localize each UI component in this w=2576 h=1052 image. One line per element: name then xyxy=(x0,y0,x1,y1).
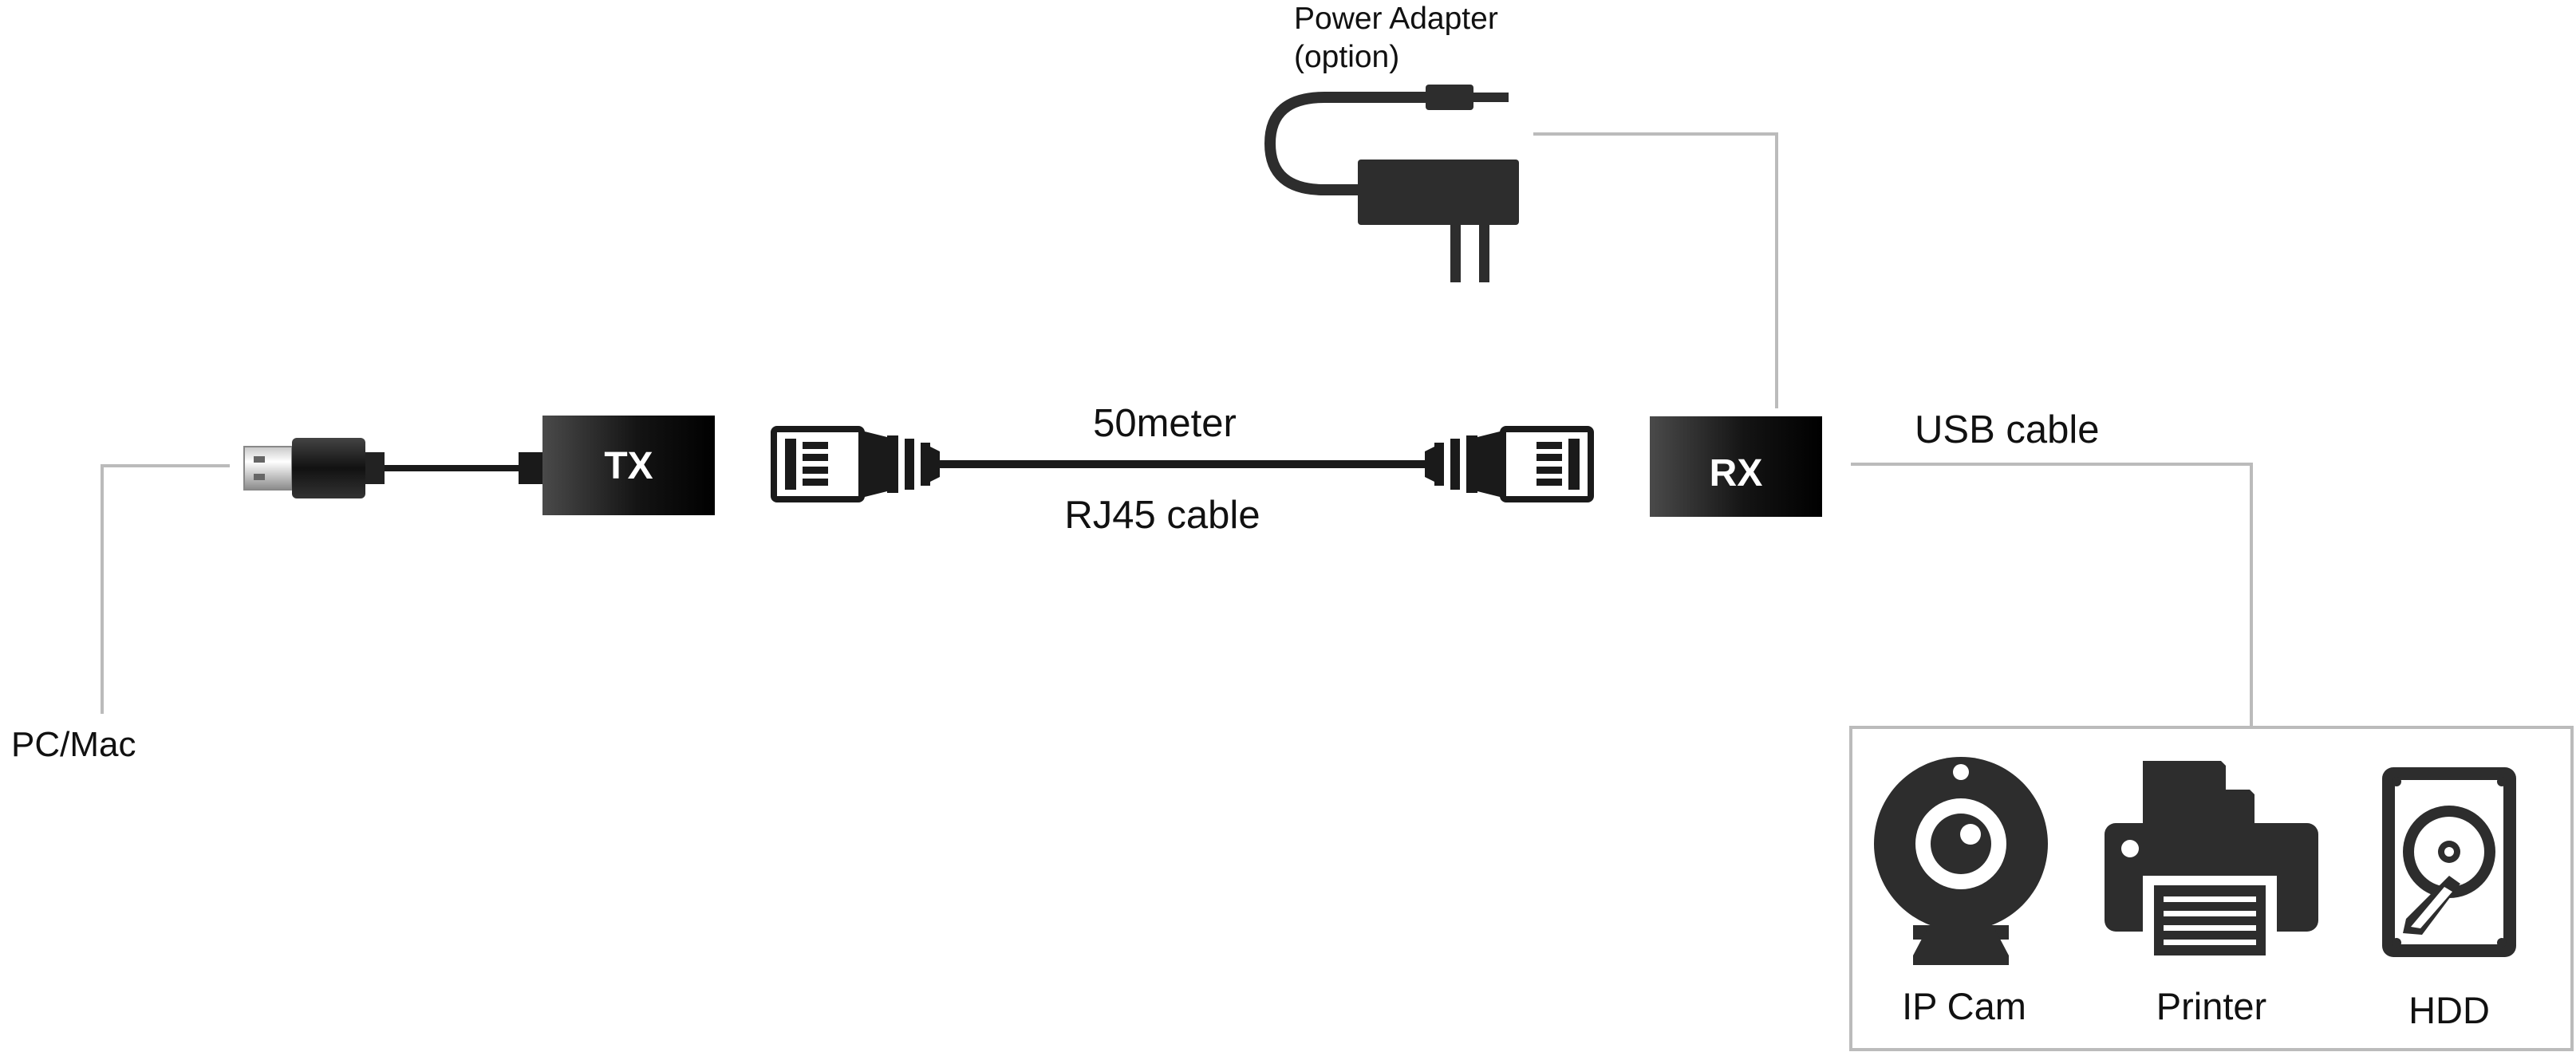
power-connector-line xyxy=(1533,132,1778,408)
power-adapter-option-label: (option) xyxy=(1294,40,1399,74)
pc-mac-label: PC/Mac xyxy=(11,725,136,764)
printer-icon xyxy=(2105,761,2318,963)
usb-plug-icon xyxy=(243,438,546,498)
device-label: IP Cam xyxy=(1902,985,2026,1027)
power-adapter-icon xyxy=(1264,85,1519,282)
rx-label: RX xyxy=(1710,452,1763,494)
power-adapter-label: Power Adapter xyxy=(1294,2,1498,36)
devices-panel: IP Cam Printer HDD xyxy=(1849,726,2574,1051)
device-label: HDD xyxy=(2408,989,2490,1031)
device-label: Printer xyxy=(2156,985,2266,1027)
usb-cable-label: USB cable xyxy=(1915,408,2100,451)
pc-connector-line xyxy=(101,464,230,714)
distance-label: 50meter xyxy=(1093,402,1237,445)
rj45-cable-label: RJ45 cable xyxy=(1064,494,1260,537)
tx-unit: TX xyxy=(542,416,715,515)
webcam-icon xyxy=(1874,757,2048,965)
tx-label: TX xyxy=(604,445,653,487)
hard-drive-icon xyxy=(2382,767,2516,957)
connector-lines xyxy=(101,132,2253,726)
rj45-connector-icon xyxy=(1425,426,1594,502)
usb-cable-line xyxy=(1851,463,2253,726)
rx-unit: RX xyxy=(1650,416,1822,517)
rj45-cable: 50meter RJ45 cable xyxy=(771,402,1594,537)
rj45-connector-icon xyxy=(771,426,940,502)
